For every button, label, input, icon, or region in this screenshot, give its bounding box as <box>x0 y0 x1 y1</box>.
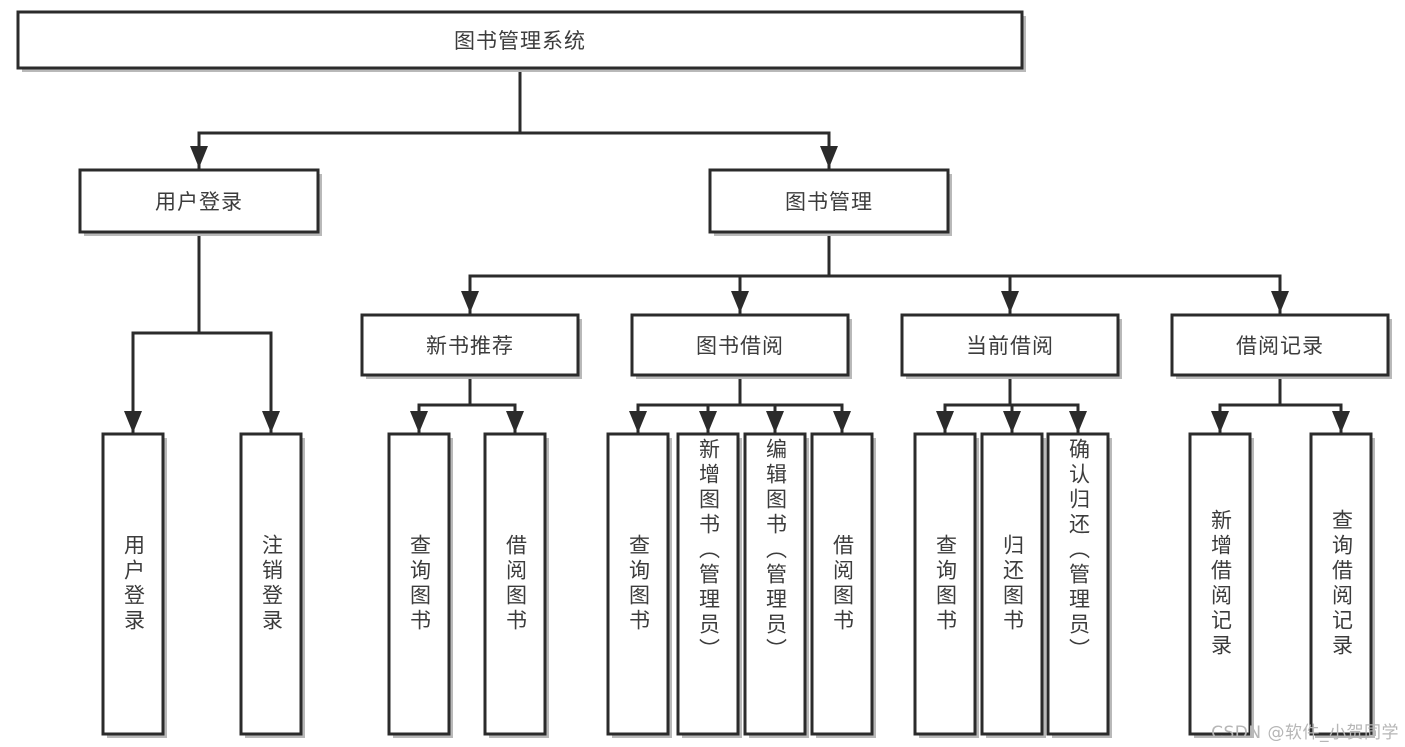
arrow-down-icon <box>731 291 749 313</box>
arrow-down-icon <box>190 146 208 168</box>
node-leaf-query-book-1[interactable] <box>387 432 451 736</box>
arrow-down-icon <box>936 411 954 433</box>
node-leaf-borrow-book-1[interactable] <box>483 432 547 736</box>
node-box-layer <box>16 10 1392 738</box>
node-book-manage[interactable] <box>708 168 950 234</box>
arrow-down-icon <box>262 411 280 433</box>
node-leaf-add-book[interactable] <box>676 432 740 736</box>
node-leaf-query-book-3[interactable] <box>913 432 977 736</box>
node-borrow-record[interactable] <box>1170 313 1390 377</box>
arrow-down-icon <box>410 411 428 433</box>
node-root[interactable] <box>16 10 1024 70</box>
node-current-borrow[interactable] <box>900 313 1120 377</box>
node-leaf-edit-book[interactable] <box>743 432 807 736</box>
arrow-down-icon <box>629 411 647 433</box>
node-leaf-confirm-return[interactable] <box>1046 432 1110 736</box>
watermark: CSDN @软件_小贺同学 <box>1211 723 1399 743</box>
arrow-down-icon <box>820 146 838 168</box>
arrow-down-icon <box>506 411 524 433</box>
arrow-down-icon <box>766 411 784 433</box>
arrow-down-icon <box>124 411 142 433</box>
arrow-down-icon <box>461 291 479 313</box>
arrow-down-icon <box>1001 291 1019 313</box>
connector-layer <box>124 66 1350 435</box>
arrow-down-icon <box>1332 411 1350 433</box>
arrow-down-icon <box>1069 411 1087 433</box>
arrow-down-icon <box>1211 411 1229 433</box>
node-leaf-query-record[interactable] <box>1309 432 1373 736</box>
node-user-login[interactable] <box>78 168 320 234</box>
node-book-borrow[interactable] <box>630 313 850 377</box>
node-new-book-recommend[interactable] <box>360 313 580 377</box>
arrow-down-icon <box>833 411 851 433</box>
arrow-down-icon <box>1271 291 1289 313</box>
node-leaf-query-book-2[interactable] <box>606 432 670 736</box>
arrow-down-icon <box>699 411 717 433</box>
node-leaf-user-login[interactable] <box>101 432 165 736</box>
node-leaf-return-book[interactable] <box>980 432 1044 736</box>
arrow-down-icon <box>1003 411 1021 433</box>
node-leaf-borrow-book-2[interactable] <box>810 432 874 736</box>
node-leaf-user-logout[interactable] <box>239 432 303 736</box>
node-leaf-add-record[interactable] <box>1188 432 1252 736</box>
